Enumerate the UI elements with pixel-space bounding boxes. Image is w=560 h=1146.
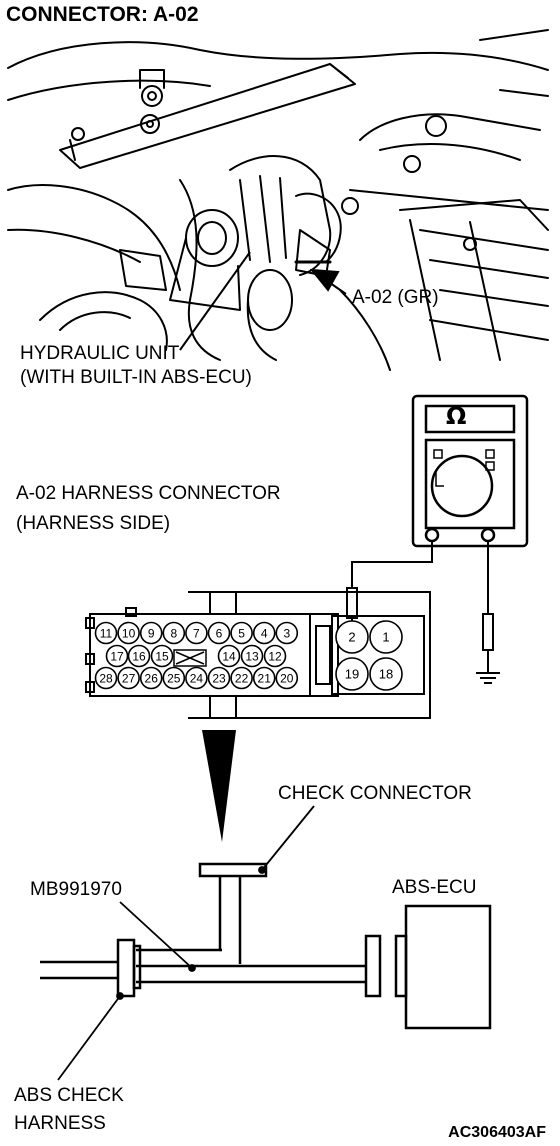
connector-pin xyxy=(162,666,186,690)
connector-pin-number: 15 xyxy=(155,649,169,663)
callout-arrows xyxy=(179,251,347,351)
connector-pin-number: 19 xyxy=(345,667,359,682)
connector-pin-number: 13 xyxy=(245,649,259,663)
leader-lines xyxy=(57,805,315,1081)
connector-pin xyxy=(117,621,140,645)
connector-pin xyxy=(105,644,129,668)
connector-pin xyxy=(275,666,299,690)
connector-pin xyxy=(252,666,276,690)
connector-pin xyxy=(263,644,287,668)
connector-pin xyxy=(150,644,174,668)
page-title: CONNECTOR: A-02 xyxy=(6,3,199,26)
connector-pin-number: 18 xyxy=(379,667,393,682)
check-harness-assembly xyxy=(40,862,382,998)
connector-pin xyxy=(335,657,369,691)
connector-pin xyxy=(207,666,231,690)
connector-pin xyxy=(240,644,264,668)
ground-symbol xyxy=(476,672,500,684)
engine-bay-illustration xyxy=(7,29,549,371)
view-pointer-wedge xyxy=(202,730,236,842)
connector-pin-number: 25 xyxy=(167,671,181,685)
connector-pin xyxy=(217,644,241,668)
connector-pin xyxy=(275,621,299,645)
connector-pin xyxy=(185,666,208,690)
probe-leads xyxy=(346,541,494,672)
connector-pin-number: 11 xyxy=(100,626,113,640)
connector-pin-number: 7 xyxy=(193,626,200,640)
connector-pin xyxy=(207,621,231,645)
connector-pin-number: 23 xyxy=(212,671,226,685)
connector-pin-number: 10 xyxy=(122,626,136,640)
harness-side-label: (HARNESS SIDE) xyxy=(16,513,171,534)
connector-pin xyxy=(127,644,151,668)
connector-pin-number: 1 xyxy=(382,630,389,645)
connector-pin xyxy=(94,666,118,690)
harness-connector-housing xyxy=(85,591,431,719)
connector-pin-number: 22 xyxy=(235,671,249,685)
connector-pin xyxy=(335,620,369,654)
connector-pin xyxy=(94,621,118,645)
connector-pin-number: 21 xyxy=(258,671,272,685)
ohmmeter xyxy=(411,394,529,548)
connector-pin xyxy=(117,666,140,690)
connector-pin xyxy=(185,621,208,645)
connector-pin-number: 6 xyxy=(216,626,223,640)
abs-ecu-label: ABS-ECU xyxy=(392,877,477,898)
connector-pin xyxy=(369,620,403,654)
connector-pin xyxy=(369,657,403,691)
connector-pin-number: 26 xyxy=(145,671,159,685)
connector-pin-number: 8 xyxy=(170,626,177,640)
abs-check-harness-label: ABS CHECK xyxy=(14,1085,124,1106)
connector-pin xyxy=(230,666,253,690)
connector-pin-number: 3 xyxy=(283,626,290,640)
check-connector-label: CHECK CONNECTOR xyxy=(278,783,472,804)
connector-pin-number: 5 xyxy=(238,626,245,640)
connector-callout-label: A-02 (GR) xyxy=(352,287,439,308)
tool-number-label: MB991970 xyxy=(30,879,122,900)
ohm-symbol: Ω xyxy=(446,402,467,430)
connector-pin-number: 27 xyxy=(122,671,136,685)
hydraulic-unit-label: HYDRAULIC UNIT xyxy=(20,343,180,364)
connector-pin xyxy=(139,621,163,645)
connector-pin-number: 4 xyxy=(261,626,268,640)
connector-pin-number: 24 xyxy=(190,671,204,685)
connector-pin xyxy=(139,666,163,690)
connector-pin xyxy=(162,621,186,645)
connector-pin-number: 2 xyxy=(348,630,355,645)
connector-pin-number: 12 xyxy=(268,649,282,663)
connector-pin-number: 20 xyxy=(280,671,294,685)
connector-pin-number: 28 xyxy=(99,671,113,685)
connector-pin-number: 16 xyxy=(132,649,146,663)
connector-pin-number: 9 xyxy=(148,626,155,640)
abs-check-harness-sublabel: HARNESS xyxy=(14,1113,106,1134)
connector-pin xyxy=(230,621,253,645)
abs-ecu-box xyxy=(394,904,492,1030)
connector-pin xyxy=(252,621,276,645)
connector-pin-number: 17 xyxy=(110,649,124,663)
hydraulic-unit-sublabel: (WITH BUILT-IN ABS-ECU) xyxy=(20,367,252,388)
harness-connector-label: A-02 HARNESS CONNECTOR xyxy=(16,483,281,504)
connector-pin-number: 14 xyxy=(222,649,236,663)
figure-code: AC306403AF xyxy=(448,1124,546,1141)
